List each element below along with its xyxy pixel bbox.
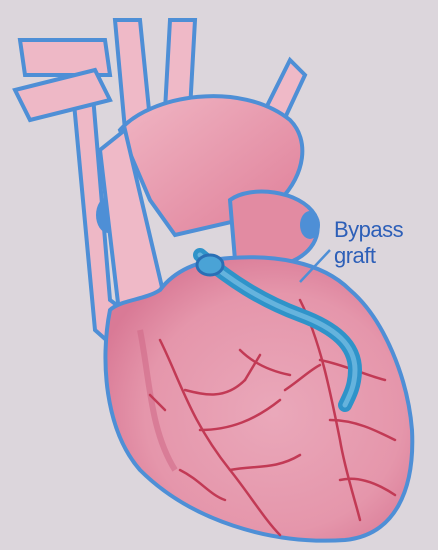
bypass-graft-label-line1: Bypass — [334, 218, 403, 242]
pulmonary-artery — [230, 192, 320, 265]
bypass-graft-label-line2: graft — [334, 244, 376, 268]
